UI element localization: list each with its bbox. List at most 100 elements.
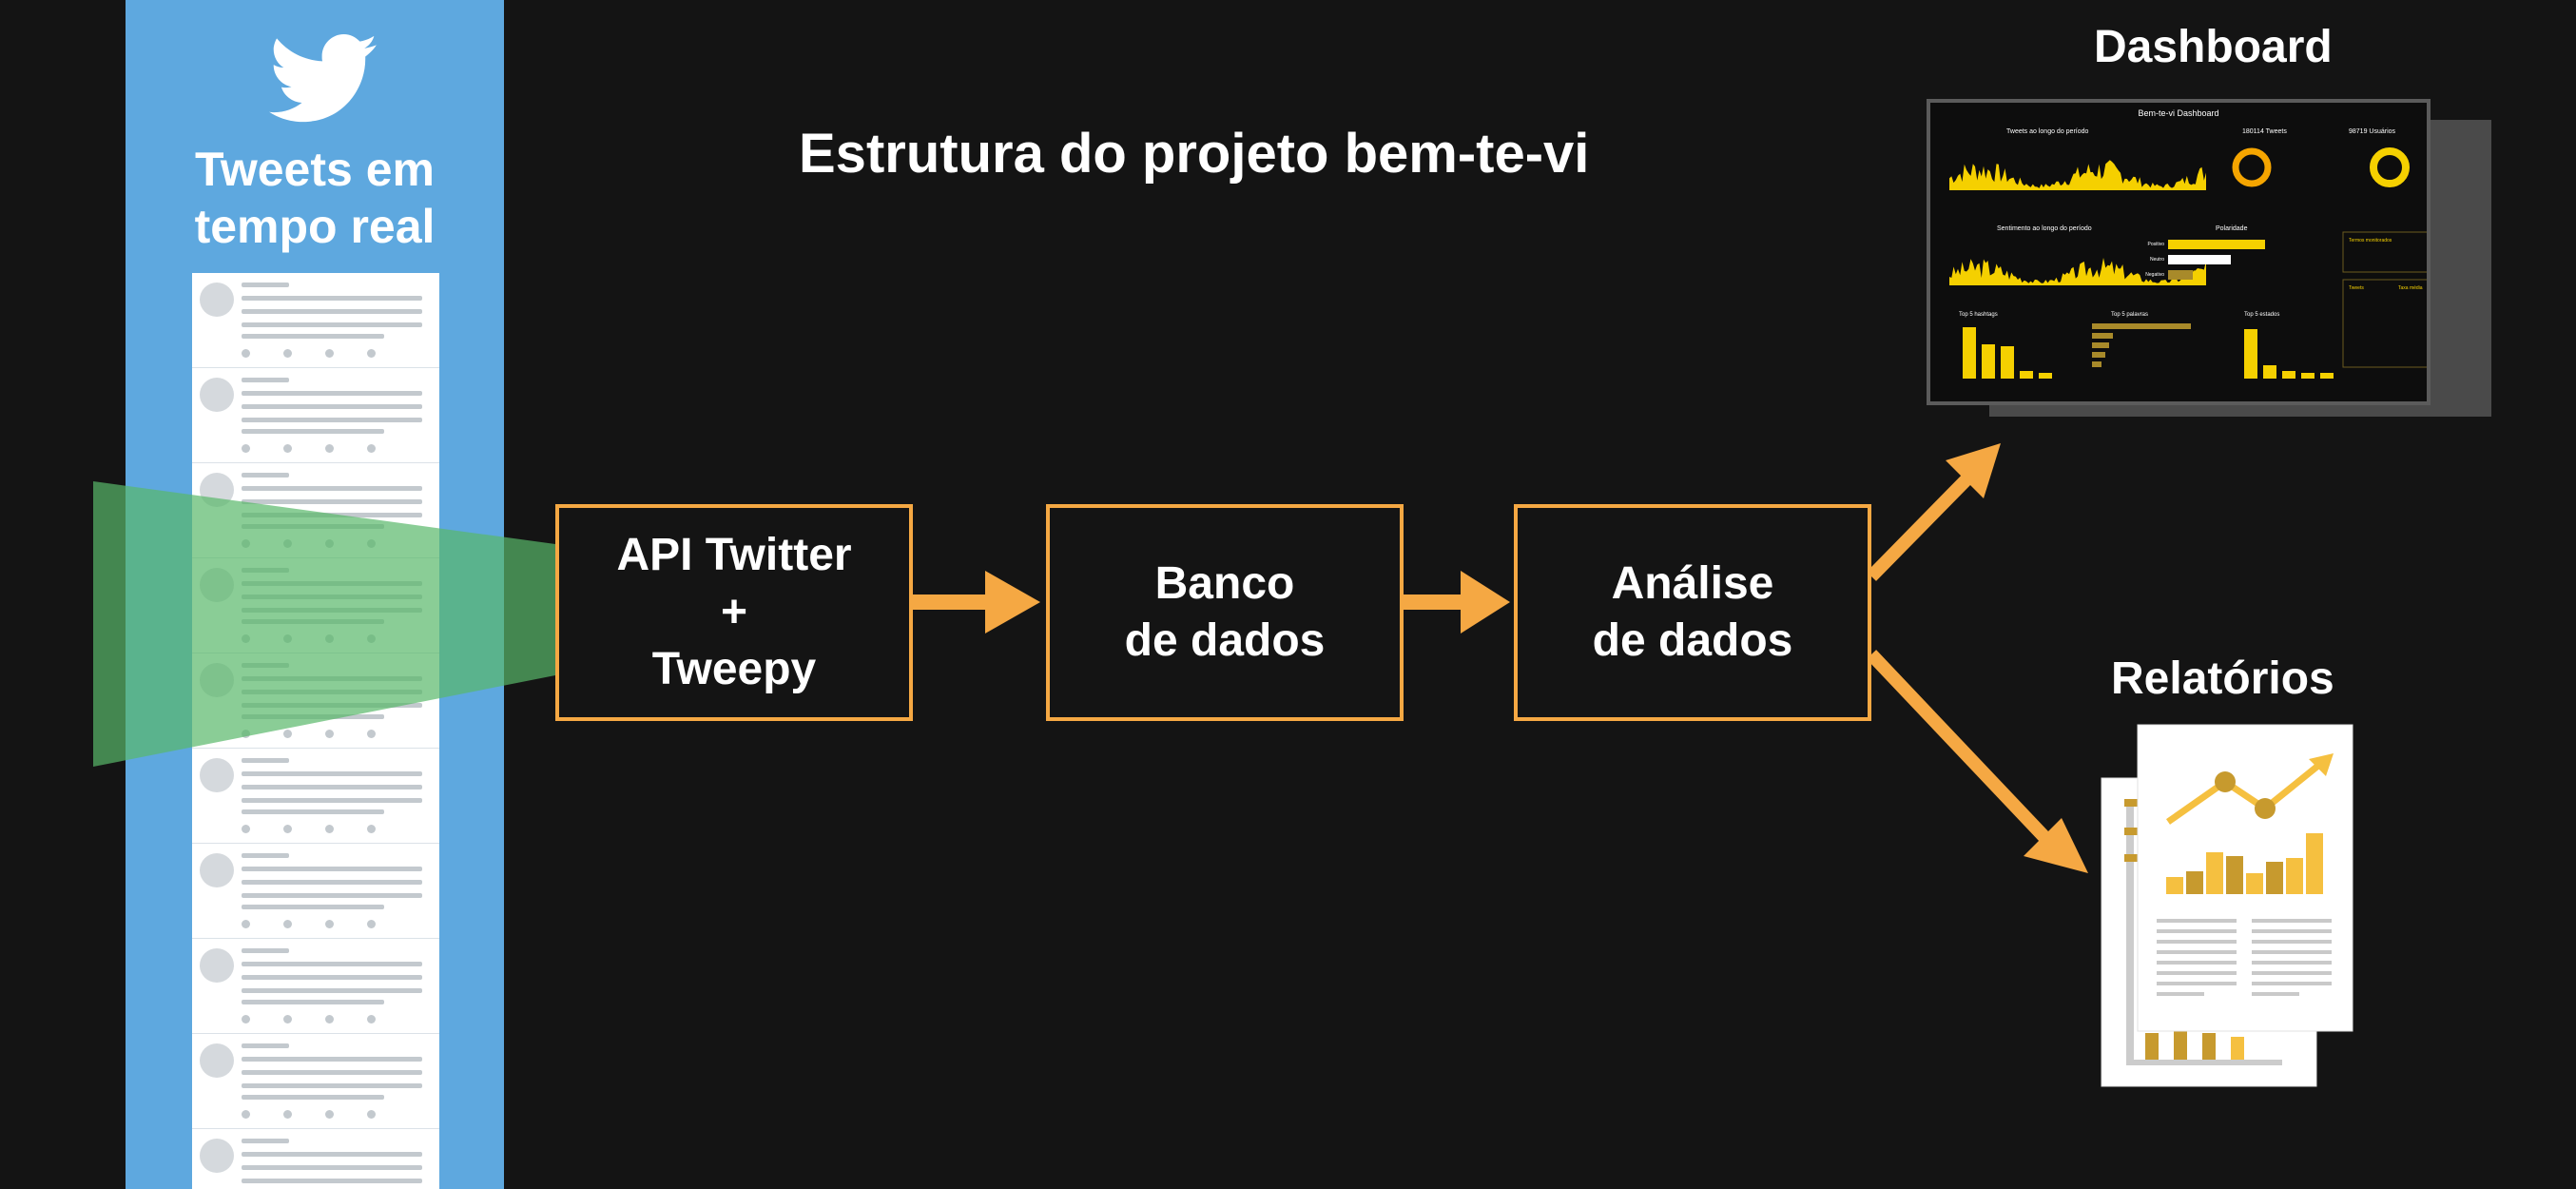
node-api-line1: API Twitter bbox=[616, 530, 852, 580]
report-text-line bbox=[2157, 929, 2237, 933]
avatar bbox=[200, 473, 234, 507]
tweet-line bbox=[242, 1152, 422, 1157]
tweet-line bbox=[242, 1095, 384, 1100]
report-bar bbox=[2306, 833, 2323, 894]
tweet-line bbox=[242, 513, 422, 517]
dash-polarity-bar-negative bbox=[2168, 270, 2193, 280]
report-text-line bbox=[2252, 961, 2332, 965]
node-api-twitter: API Twitter + Tweepy bbox=[555, 504, 913, 721]
report-trend-point-2 bbox=[2255, 798, 2276, 819]
dash-hashtag-bar bbox=[2001, 346, 2014, 379]
avatar bbox=[200, 948, 234, 983]
dash-state-bar bbox=[2301, 373, 2315, 379]
tweet-placeholder bbox=[192, 1129, 439, 1189]
dash-polarity-bar-positive bbox=[2168, 240, 2265, 249]
tweet-line bbox=[242, 1139, 289, 1143]
tweet-line bbox=[242, 1070, 422, 1075]
report-text-line bbox=[2157, 992, 2204, 996]
dash-polarity-label-negative: Negativo bbox=[2145, 272, 2164, 278]
dashboard-preview-graphic: Bem-te-vi Dashboard Tweets ao longo do p… bbox=[1949, 108, 2427, 379]
tweet-action-icon bbox=[242, 444, 250, 453]
tweet-action-icon bbox=[325, 920, 334, 928]
tweet-line bbox=[242, 663, 289, 668]
tweet-line bbox=[242, 1179, 422, 1183]
tweet-line bbox=[242, 809, 384, 814]
avatar bbox=[200, 1139, 234, 1173]
dash-polarity-label-positive: Positivo bbox=[2147, 242, 2164, 247]
tweet-action-icon bbox=[325, 1015, 334, 1023]
tweet-line bbox=[242, 619, 384, 624]
reports-label: Relatórios bbox=[2111, 653, 2334, 704]
tweet-action-icon bbox=[325, 634, 334, 643]
tweet-action-icon bbox=[367, 920, 376, 928]
tweet-line bbox=[242, 893, 422, 898]
dash-word-bar bbox=[2092, 333, 2113, 339]
tweet-action-icon bbox=[283, 349, 292, 358]
tweet-line bbox=[242, 880, 422, 885]
tweet-line bbox=[242, 378, 289, 382]
tweet-action-icon bbox=[242, 825, 250, 833]
tweet-line bbox=[242, 608, 422, 613]
tweet-line bbox=[242, 418, 422, 422]
report-back-marker-1 bbox=[2124, 799, 2138, 807]
dash-word-bar bbox=[2092, 352, 2105, 358]
tweet-line bbox=[242, 1165, 422, 1170]
tweet-line bbox=[242, 581, 422, 586]
tweet-action-icon bbox=[283, 634, 292, 643]
report-bar bbox=[2186, 871, 2203, 894]
report-text-line bbox=[2252, 971, 2332, 975]
tweet-line bbox=[242, 798, 422, 803]
report-back-bar-2 bbox=[2174, 1029, 2187, 1060]
tweet-line bbox=[242, 1083, 422, 1088]
avatar bbox=[200, 853, 234, 887]
report-trend-arrowhead bbox=[2309, 753, 2334, 776]
tweet-placeholder bbox=[192, 653, 439, 749]
tweet-line bbox=[242, 499, 422, 504]
tweet-action-icon bbox=[242, 920, 250, 928]
dash-stats-box bbox=[2342, 279, 2427, 368]
tweet-action-icon bbox=[325, 730, 334, 738]
tweet-line bbox=[242, 758, 289, 763]
report-bar bbox=[2206, 852, 2223, 894]
dash-panel-words: Top 5 palavras bbox=[2111, 312, 2148, 318]
report-trend-point-1 bbox=[2215, 771, 2236, 792]
tweet-feed bbox=[192, 273, 439, 1189]
arrow-to-reports bbox=[1866, 650, 2050, 842]
tweet-action-icon bbox=[242, 1110, 250, 1119]
tweet-line bbox=[242, 473, 289, 478]
feed-title-line1: Tweets em bbox=[195, 143, 435, 196]
report-text-line bbox=[2252, 929, 2332, 933]
tweet-line bbox=[242, 309, 422, 314]
report-back-bar-4 bbox=[2231, 1037, 2244, 1060]
report-text-line bbox=[2157, 940, 2237, 944]
dashboard-title: Bem-te-vi Dashboard bbox=[2138, 108, 2218, 118]
dash-state-bar bbox=[2282, 371, 2295, 379]
avatar bbox=[200, 378, 234, 412]
dash-tweets-donut bbox=[2232, 147, 2272, 187]
tweet-action-icon bbox=[367, 1110, 376, 1119]
dash-panel-tweets-count: 180114 Tweets bbox=[2242, 128, 2287, 135]
dash-panel-tweets-time: Tweets ao longo do período bbox=[2006, 128, 2089, 135]
tweet-placeholder bbox=[192, 939, 439, 1034]
tweet-placeholder bbox=[192, 1034, 439, 1129]
arrow-to-dashboard-head bbox=[1946, 443, 2001, 498]
tweet-line bbox=[242, 771, 422, 776]
dash-word-bar bbox=[2092, 361, 2101, 367]
dash-hashtag-bar bbox=[1982, 344, 1995, 379]
tweet-line bbox=[242, 1057, 422, 1062]
tweet-action-icon bbox=[283, 825, 292, 833]
node-db-line2: de dados bbox=[1124, 615, 1326, 666]
feed-title: Tweets em tempo real bbox=[126, 141, 504, 255]
tweet-line bbox=[242, 283, 289, 287]
node-analysis: Análise de dados bbox=[1514, 504, 1871, 721]
tweet-placeholder bbox=[192, 844, 439, 939]
report-text-line bbox=[2252, 919, 2332, 923]
avatar bbox=[200, 1043, 234, 1078]
dashboard-label: Dashboard bbox=[2094, 22, 2333, 72]
tweet-action-icon bbox=[283, 730, 292, 738]
tweet-line bbox=[242, 867, 422, 871]
dash-panel-sentiment: Sentimento ao longo do período bbox=[1997, 225, 2092, 232]
avatar bbox=[200, 568, 234, 602]
tweet-action-icon bbox=[242, 730, 250, 738]
report-bar bbox=[2266, 862, 2283, 894]
